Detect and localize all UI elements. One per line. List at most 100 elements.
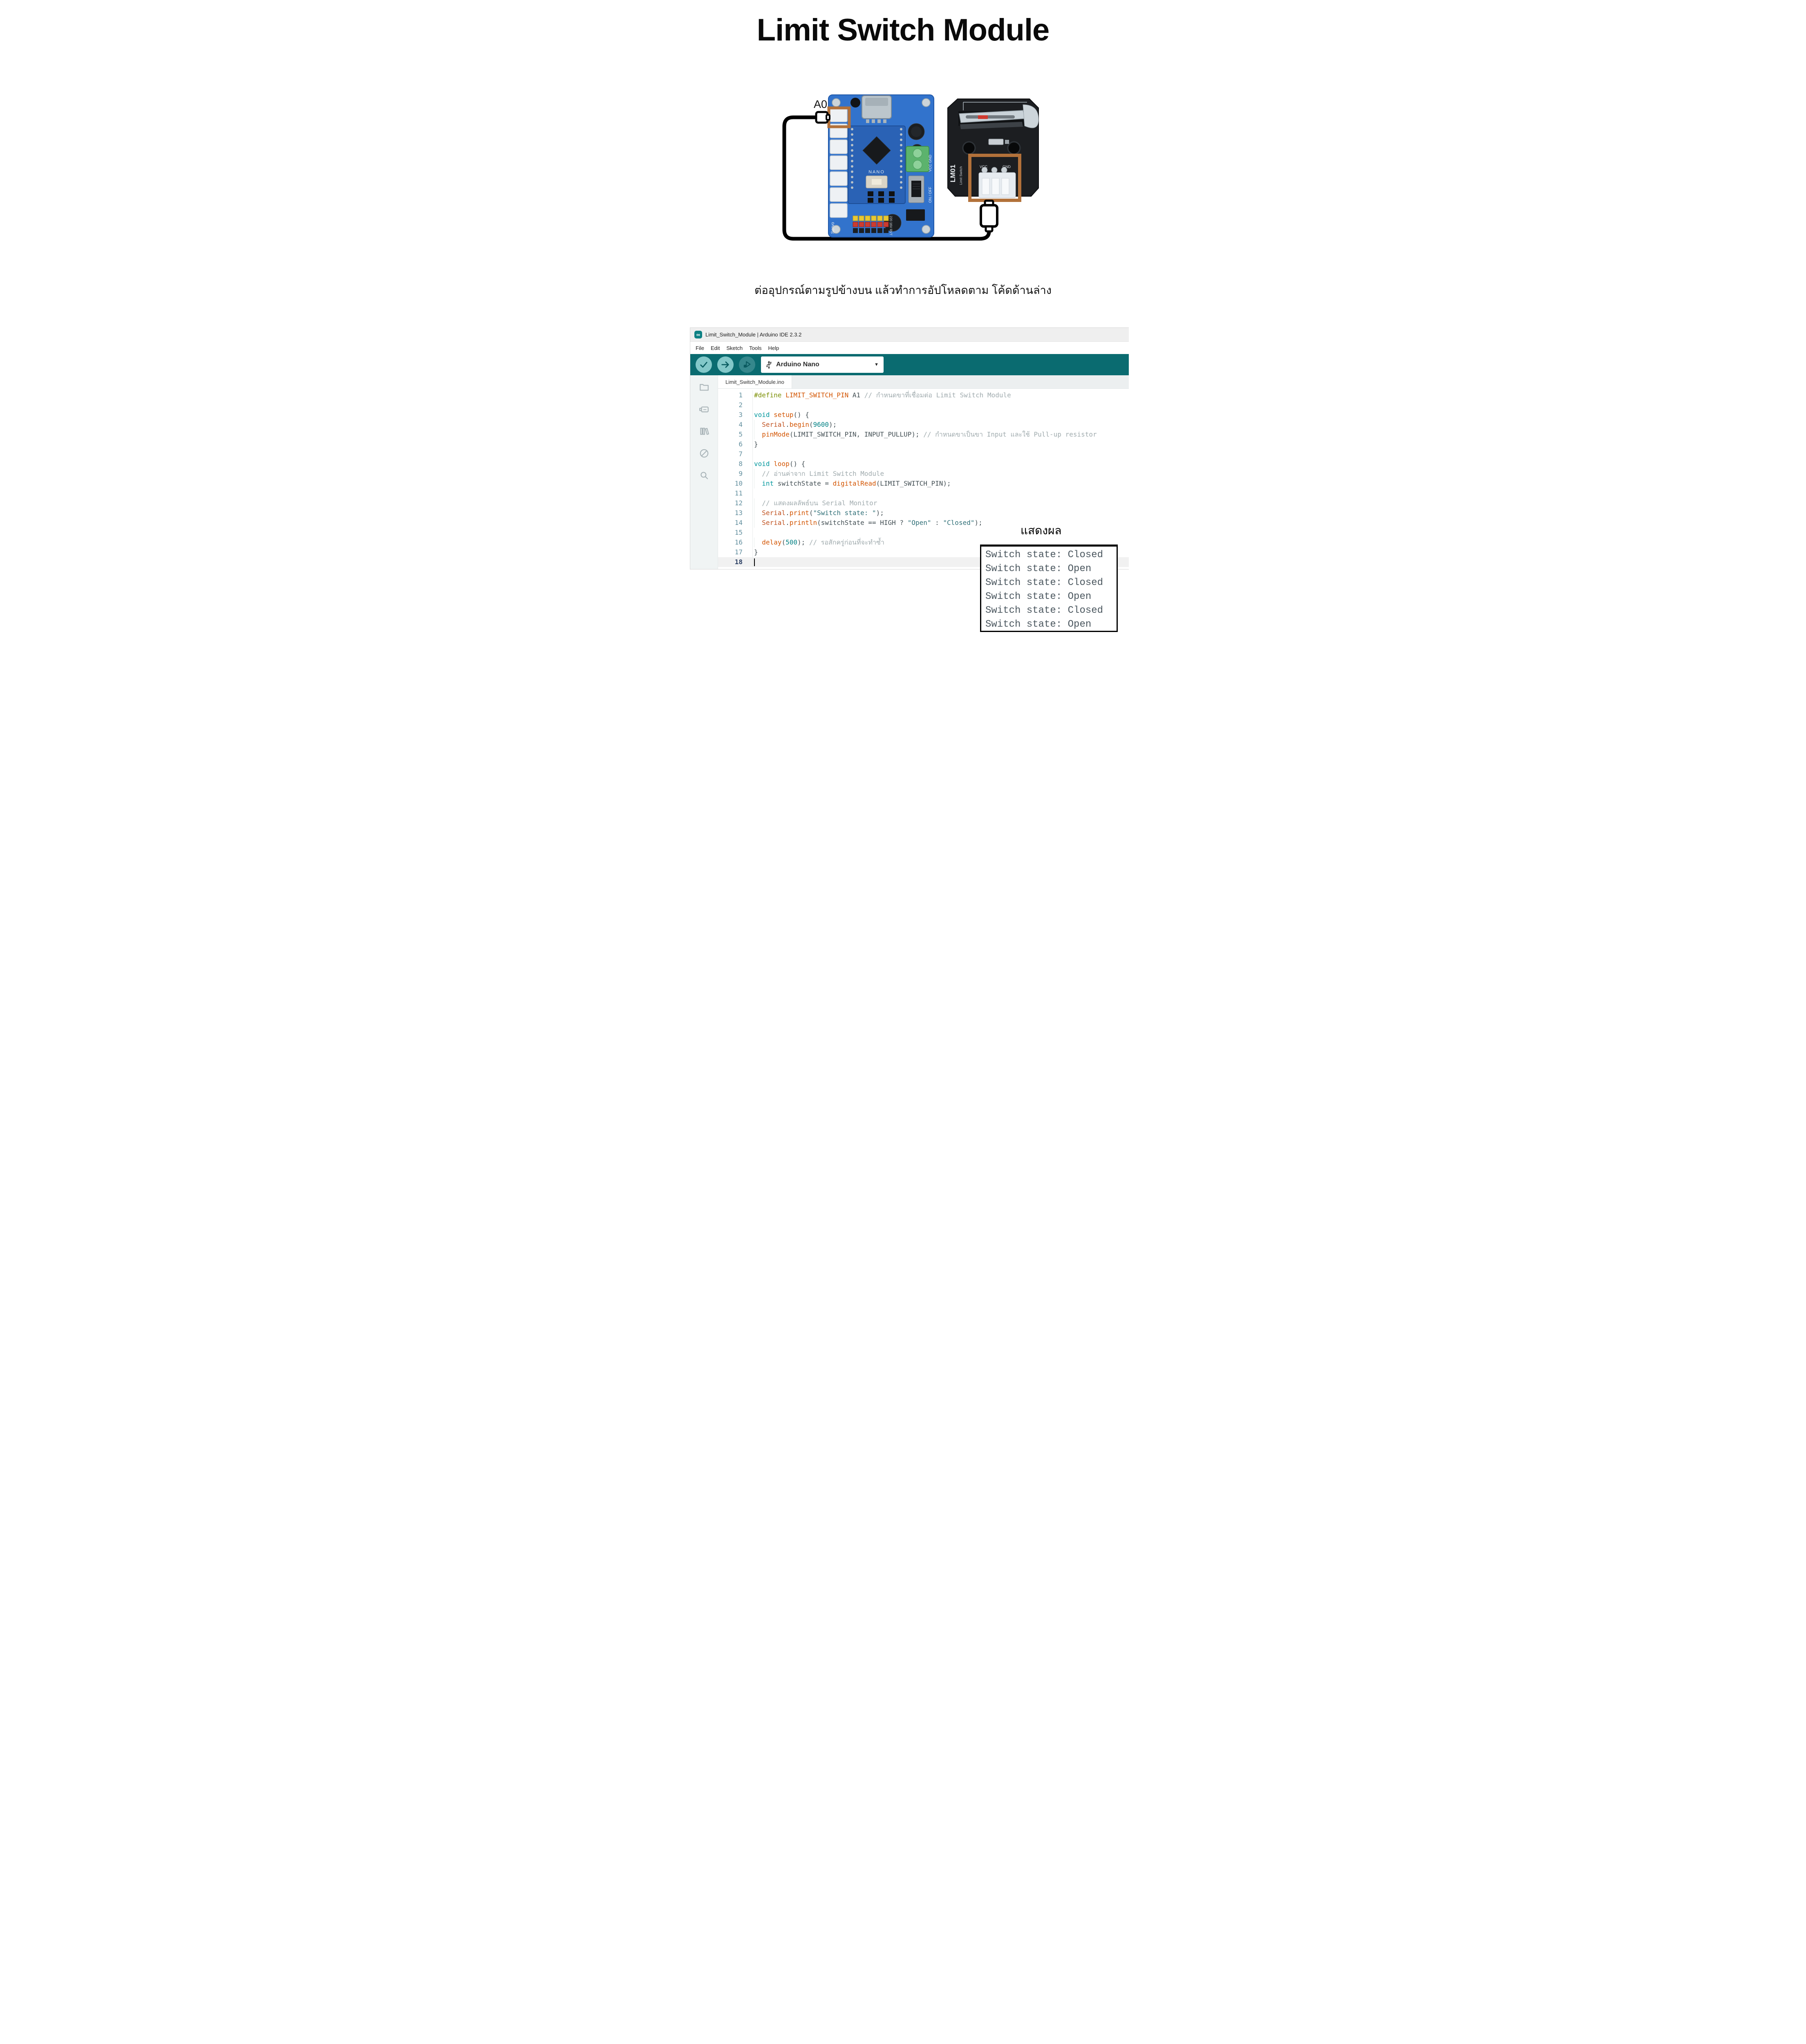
toolbar: Arduino Nano ▼: [690, 354, 1129, 375]
board-selector-dropdown[interactable]: Arduino Nano ▼: [761, 356, 884, 373]
line-number: 9: [739, 470, 743, 477]
mounting-hole: [962, 141, 976, 155]
line-number: 7: [739, 450, 743, 458]
code-editor[interactable]: 1#define LIMIT_SWITCH_PIN A1 // กำหนดขาท…: [718, 389, 1129, 569]
selected-board-label: Arduino Nano: [776, 361, 819, 368]
tab-limit-switch-module-ino[interactable]: Limit_Switch_Module.ino: [718, 375, 792, 388]
code-line[interactable]: 13 Serial.print("Switch state: ");: [718, 508, 1129, 518]
a0-plug-icon: [812, 111, 830, 124]
mounting-hole: [1007, 141, 1021, 155]
serial-output-line: Switch state: Open: [985, 591, 1092, 602]
serial-output-line: Switch state: Open: [985, 563, 1092, 574]
module-model-label: LM01: [949, 165, 957, 182]
limit-switch-module-photo: LM01 Limit Switch VCC GND: [947, 99, 1039, 202]
line-content: // แสดงผลลัพธ์บน Serial Monitor: [752, 498, 1129, 508]
code-line[interactable]: 14 Serial.println(switchState == HIGH ? …: [718, 518, 1129, 528]
cable: [782, 115, 991, 241]
page-title: Limit Switch Module: [756, 13, 1050, 47]
code-line[interactable]: 2: [718, 400, 1129, 410]
mini-usb-port: [862, 95, 892, 123]
code-line[interactable]: 17}: [718, 547, 1129, 557]
line-number: 8: [739, 460, 743, 468]
line-content: }: [752, 547, 1129, 557]
menu-item-help[interactable]: Help: [768, 345, 779, 351]
line-content: int switchState = digitalRead(LIMIT_SWIT…: [752, 479, 1129, 489]
serial-output-line: Switch state: Open: [985, 619, 1092, 630]
line-number: 12: [734, 499, 743, 507]
line-number: 3: [739, 411, 743, 419]
module-gnd-label: GND: [1003, 165, 1011, 169]
menu-item-edit[interactable]: Edit: [710, 345, 720, 351]
board-vccgnd-label: VCC GND: [928, 155, 932, 172]
line-number: 14: [734, 519, 743, 527]
line-content: [752, 489, 1129, 498]
capacitor-label: 220 16V RVT: [889, 216, 893, 235]
code-line[interactable]: 9 // อ่านค่าจาก Limit Switch Module: [718, 469, 1129, 479]
line-number: 5: [739, 430, 743, 438]
code-line[interactable]: 5 pinMode(LIMIT_SWITCH_PIN, INPUT_PULLUP…: [718, 430, 1129, 439]
module-connector: [978, 167, 1016, 198]
jst-connectors: [830, 108, 848, 218]
menu-bar: File Edit Sketch Tools Help: [690, 342, 1129, 354]
code-line[interactable]: 16 delay(500); // รอสักครู่ก่อนที่จะทำซ้…: [718, 538, 1129, 547]
line-content: pinMode(LIMIT_SWITCH_PIN, INPUT_PULLUP);…: [752, 430, 1129, 439]
line-content: #define LIMIT_SWITCH_PIN A1 // กำหนดขาที…: [752, 390, 1129, 400]
code-line[interactable]: 7: [718, 449, 1129, 459]
line-content: Serial.print("Switch state: ");: [752, 508, 1129, 518]
code-line[interactable]: 11: [718, 489, 1129, 498]
board-button: [850, 98, 860, 108]
chevron-down-icon: ▼: [874, 362, 879, 367]
wiring-diagram: 220 16V RVT ON / OFF VCC GND: [782, 94, 1039, 241]
line-content: [752, 400, 1129, 410]
window-title: Limit_Switch_Module | Arduino IDE 2.3.2: [705, 332, 802, 338]
debug-sidebar-icon[interactable]: [690, 442, 718, 464]
line-number: 13: [734, 509, 743, 517]
upload-button[interactable]: [717, 356, 734, 373]
nano-label: NANO: [868, 170, 885, 175]
code-line[interactable]: 6}: [718, 439, 1129, 449]
search-icon[interactable]: [690, 464, 718, 486]
menu-item-sketch[interactable]: Sketch: [726, 345, 743, 351]
menu-item-tools[interactable]: Tools: [749, 345, 762, 351]
a0-pin-label: A0: [814, 98, 827, 110]
board-ic: [906, 209, 925, 221]
code-line[interactable]: 4 Serial.begin(9600);: [718, 420, 1129, 430]
line-content: // อ่านค่าจาก Limit Switch Module: [752, 469, 1129, 479]
code-line[interactable]: 1#define LIMIT_SWITCH_PIN A1 // กำหนดขาท…: [718, 390, 1129, 400]
sketchbook-icon[interactable]: [690, 376, 718, 398]
line-number: 16: [734, 538, 743, 546]
line-content: Serial.println(switchState == HIGH ? "Op…: [752, 518, 1129, 528]
code-line[interactable]: 10 int switchState = digitalRead(LIMIT_S…: [718, 479, 1129, 489]
line-content: [752, 557, 1129, 567]
serial-output-line: Switch state: Closed: [985, 549, 1103, 560]
arduino-logo-icon: ∞: [694, 331, 702, 338]
line-number: 6: [739, 440, 743, 448]
boards-manager-icon[interactable]: [690, 398, 718, 420]
code-line[interactable]: 12 // แสดงผลลัพธ์บน Serial Monitor: [718, 498, 1129, 508]
verify-button[interactable]: [696, 356, 712, 373]
line-content: [752, 449, 1129, 459]
servo-label: Servo: [830, 222, 835, 234]
instruction-text: ต่ออุปกรณ์ตามรูปข้างบน แล้วทำการอัปโหลดต…: [754, 284, 1052, 296]
debug-button[interactable]: [739, 356, 755, 373]
power-switch: [908, 175, 924, 203]
line-content: Serial.begin(9600);: [752, 420, 1129, 430]
serial-output-line: Switch state: Closed: [985, 605, 1103, 616]
code-line[interactable]: 15: [718, 528, 1129, 538]
debug-icon: [743, 361, 751, 368]
library-manager-icon[interactable]: [690, 420, 718, 442]
board-onoff-label: ON / OFF: [928, 187, 932, 203]
nano-module: NANO: [848, 126, 906, 204]
menu-item-file[interactable]: File: [696, 345, 704, 351]
line-number: 18: [734, 558, 743, 566]
lever-switch: [958, 104, 1039, 129]
line-number: 15: [734, 529, 743, 536]
module-plug-icon: [980, 199, 998, 233]
line-number: 2: [739, 401, 743, 409]
line-number: 10: [734, 480, 743, 487]
activity-bar: [690, 375, 718, 569]
check-icon: [700, 362, 707, 368]
